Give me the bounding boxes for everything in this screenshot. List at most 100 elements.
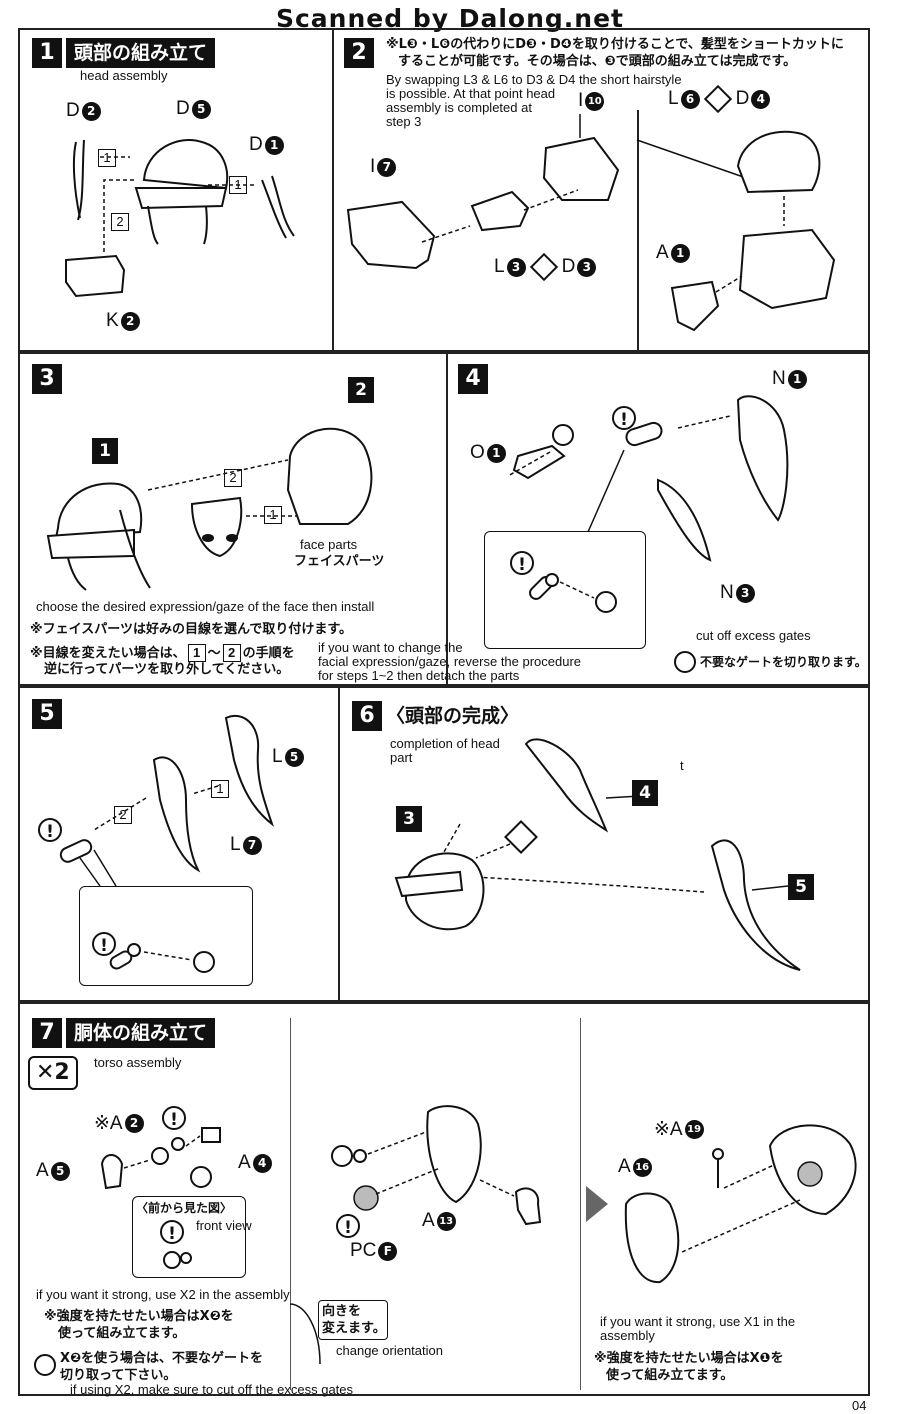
strong-x1-jp-1: ※強度を持たせたい場合はX❶を [594,1351,784,1366]
part-number-badge: 4 [252,1153,272,1173]
divider-5-6 [338,686,340,1002]
cut-gate-icon [552,424,574,446]
sequence-marker: 2 [222,644,241,662]
step-1-number: 1 [32,38,62,68]
divider-3-4 [446,352,448,686]
strong-x2-jp-2: 使って組み立てます。 [58,1326,186,1341]
part-number-badge: 7 [377,157,397,177]
strong-x1-en-2: assembly [600,1328,655,1343]
strong-x2-jp-1: ※強度を持たせたい場合はX❷を [44,1309,234,1324]
caution-icon: ! [92,932,116,956]
part-number-badge: 2 [81,101,101,121]
part-badge-4: 4 [632,780,658,806]
step-5-number: 5 [32,699,62,729]
step-2-note-en-2: is possible. At that point head [386,86,556,101]
caution-icon: ! [160,1220,184,1244]
sequence-marker: 1 [264,506,282,524]
face-parts-label-jp: フェイスパーツ [294,554,385,569]
part-number-badge: 13 [436,1211,456,1231]
sequence-marker: 1 [187,644,206,662]
step-6-title: 〈頭部の完成〉 [386,705,520,727]
part-badge-5: 5 [788,874,814,900]
part-number-badge: 1 [264,135,284,155]
cut-gate-icon [190,1166,212,1188]
step-7-title: 胴体の組み立て [66,1018,216,1048]
part-number-badge: 3 [577,257,597,277]
part-number-badge: 16 [632,1157,652,1177]
step-7-illustration [100,1105,857,1365]
caution-icon: ! [612,406,636,430]
part-number-badge: 2 [124,1114,144,1133]
page-number: 04 [852,1398,867,1413]
stray-mark: t [680,758,684,773]
step-3-change-jp-2: 逆に行ってパーツを取り外してください。 [44,662,290,677]
part-number-badge: 19 [684,1120,704,1139]
caution-icon: ! [336,1214,360,1238]
step-3-choose-en: choose the desired expression/gaze of th… [36,599,375,614]
step-6-subtitle-1: completion of head [390,736,500,751]
part-badge-1: 1 [92,438,118,464]
part-number-badge: 5 [191,99,211,119]
head-assembly-illustration [65,139,295,298]
step-6-number: 6 [352,701,382,731]
orientation-note-box [318,1300,388,1340]
detail-box-n2-n4 [484,531,646,649]
part-number-badge: 7 [242,835,262,855]
step-6-illustration [394,738,801,971]
next-arrow-icon [586,1186,608,1222]
orientation-jp-1: 向きを [322,1304,362,1319]
step-3-number: 3 [32,364,62,394]
cut-gates-jp: 不要なゲートを切り取ります。 [700,655,867,669]
strong-x1-jp-2: 使って組み立てます。 [606,1368,734,1383]
step-3-change-en-3: for steps 1~2 then detach the parts [318,668,520,683]
front-view-box [132,1196,246,1278]
step-4-illustration [507,395,789,613]
step-7-number: 7 [32,1018,62,1048]
divider-2-inner [637,110,639,352]
part-number-badge: 4 [751,89,771,109]
cut-gates-en: cut off excess gates [696,628,811,643]
part-badge-3: 3 [396,806,422,832]
sequence-marker: 2 [111,213,129,231]
step-2-note-en-4: step 3 [386,114,422,129]
panel-step-7 [18,1002,870,1396]
step-2-note-jp-1: ※L❸・L❻の代わりにD❸・D❹を取り付けることで、髪型をショートカットに [386,37,844,52]
step-3-change-en-2: facial expression/gaze, reverse the proc… [318,654,582,669]
part-number-badge: 10 [585,91,605,111]
panel-steps-3-4 [18,352,870,686]
caution-icon: ! [38,818,62,842]
part-number-badge: 1 [787,369,807,389]
part-badge-2: 2 [348,377,374,403]
step-3-change-en-1: if you want to change the [318,640,463,655]
cut-x2-en: if using X2, make sure to cut off the ex… [70,1382,354,1397]
divider-1-2 [332,28,334,352]
cut-x2-jp-1: X❷を使う場合は、不要なゲートを [60,1351,264,1366]
caution-icon: ! [510,551,534,575]
part-number-badge: 3 [735,583,755,603]
sequence-marker: 2 [224,469,242,487]
front-view-en: front view [196,1218,252,1233]
front-view-jp: 〈前から見た図〉 [136,1201,233,1215]
sequence-marker: 1 [98,149,116,167]
sequence-marker: 2 [114,806,132,824]
panel-steps-5-6 [18,686,870,1002]
part-number-badge: 5 [50,1161,70,1181]
divider-7a [290,1018,291,1390]
step-2-illustration [346,114,836,332]
quantity-x2: ✕2 [28,1056,78,1090]
step-2-note-en-1: By swapping L3 & L6 to D3 & D4 the short… [386,72,682,87]
step-2-note-en-3: assembly is completed at [386,100,532,115]
step-3-illustration [46,427,373,591]
